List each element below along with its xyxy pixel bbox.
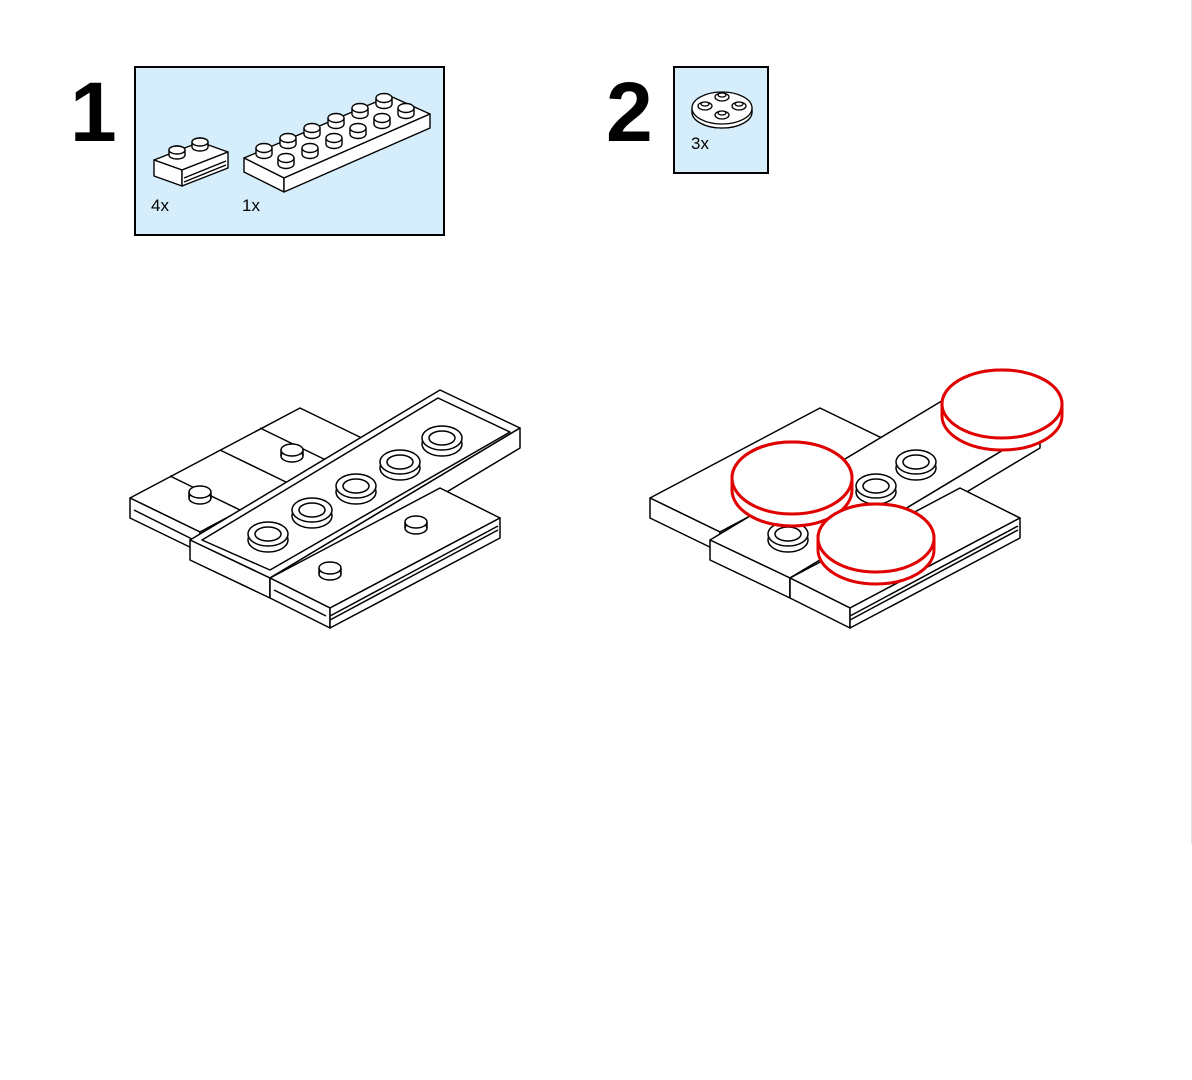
highlighted-round-plates [730, 368, 1064, 586]
step-2-number: 2 [606, 65, 653, 159]
plate-1x2-rail-part [153, 137, 229, 187]
round-plate-2x2-quantity: 3x [691, 134, 709, 153]
step-2-parts-box: 3x [673, 66, 769, 174]
step-1-parts-box: 4x 1x [134, 66, 445, 236]
step-1-number: 1 [70, 65, 117, 159]
step-2-assembly-illustration [649, 368, 1064, 629]
plate-1x2-rail-quantity: 4x [151, 196, 169, 215]
step-1-assembly-illustration [129, 389, 521, 629]
plate-2x6-part [243, 92, 431, 193]
round-plate-2x2-part [691, 91, 753, 129]
plate-2x6-quantity: 1x [242, 196, 260, 215]
